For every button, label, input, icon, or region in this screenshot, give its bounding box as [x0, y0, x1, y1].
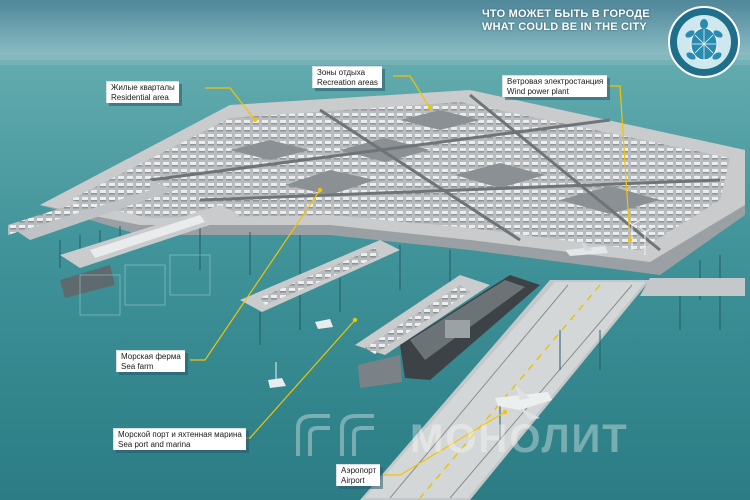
label-residential-en: Residential area — [111, 92, 169, 102]
watermark-text: МОНОЛИТ — [410, 417, 629, 461]
heading-ru: ЧТО МОЖЕТ БЫТЬ В ГОРОДЕ — [482, 8, 650, 20]
label-airport-ru: Аэропорт — [341, 466, 377, 475]
label-wind-ru: Ветровая электростанция — [507, 77, 604, 86]
label-airport: Аэропорт Airport — [336, 464, 381, 486]
heading-en: WHAT COULD BE IN THE CITY — [482, 21, 647, 33]
label-wind-en: Wind power plant — [507, 86, 569, 96]
recreation-leader-line — [393, 75, 431, 109]
airplane-icon — [495, 385, 552, 420]
label-port: Морской порт и яхтенная марина Sea port … — [113, 428, 246, 450]
turtle-logo — [668, 6, 740, 78]
label-port-ru: Морской порт и яхтенная марина — [118, 430, 242, 439]
label-residential-ru: Жилые кварталы — [111, 83, 175, 92]
residential-leader-line — [205, 87, 256, 121]
label-recreation-ru: Зоны отдыха — [317, 68, 366, 77]
monolit-watermark: МОНОЛИТ — [296, 414, 629, 461]
label-residential: Жилые кварталы Residential area — [106, 81, 179, 103]
label-seafarm-ru: Морская ферма — [121, 352, 181, 361]
label-wind: Ветровая электростанция Wind power plant — [502, 75, 608, 97]
airport-leader-line — [383, 411, 506, 476]
label-seafarm: Морская ферма Sea farm — [116, 350, 185, 372]
airplane-icon — [565, 240, 608, 256]
label-recreation-en: Recreation areas — [317, 77, 378, 87]
sky — [0, 0, 750, 60]
label-recreation: Зоны отдыха Recreation areas — [312, 66, 382, 88]
label-port-en: Sea port and marina — [118, 439, 191, 449]
label-seafarm-en: Sea farm — [121, 361, 154, 371]
poster-heading: ЧТО МОЖЕТ БЫТЬ В ГОРОДЕ WHAT COULD BE IN… — [482, 8, 650, 34]
label-airport-en: Airport — [341, 475, 365, 485]
seafarm-leader-line — [190, 189, 321, 361]
wind-turbine-icon — [623, 217, 653, 255]
monolit-logo-icon — [296, 414, 374, 456]
